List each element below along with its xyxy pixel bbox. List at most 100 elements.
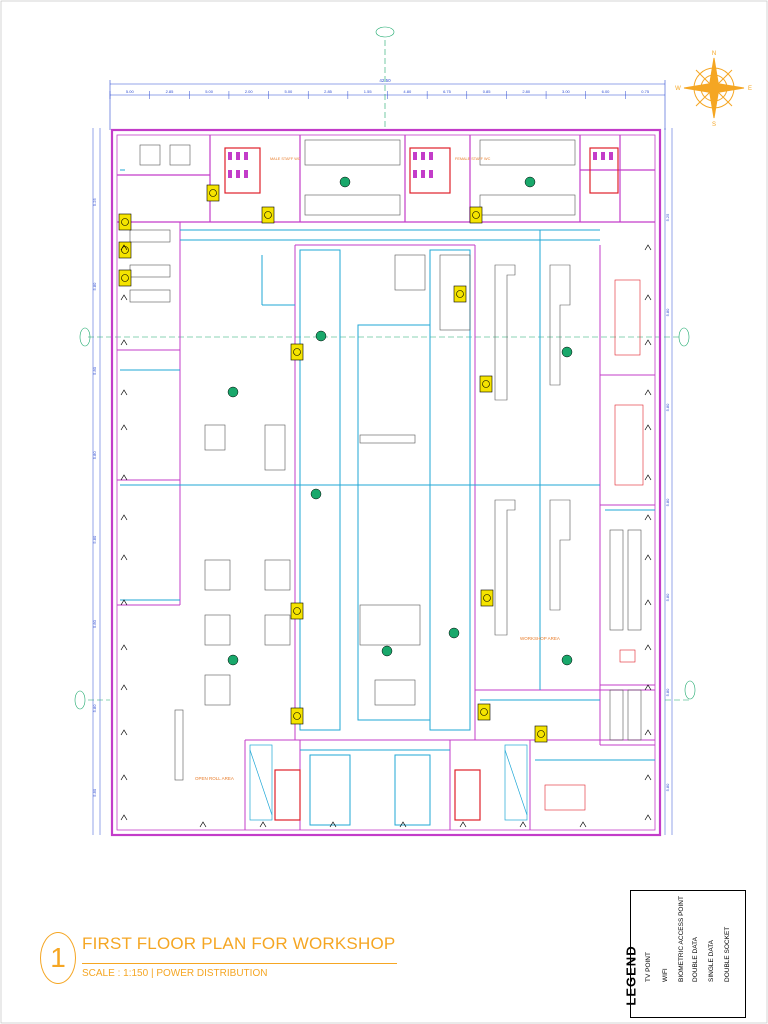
left-dim-label: 5.80: [92, 704, 97, 713]
top-dim-label: 2.85: [324, 89, 333, 94]
biometric-icon-inner: [264, 211, 272, 219]
side-dimension-lines: [92, 128, 673, 835]
top-dim-label: 2.00: [245, 89, 254, 94]
biometric-icon: [453, 285, 467, 303]
biometric-icon: [206, 184, 220, 202]
wifi-icon: [561, 346, 573, 358]
legend-item-label: BIOMETRIC ACCESS POINT: [678, 896, 685, 982]
room-label-male-staff: MALE STAFF WC: [270, 157, 301, 161]
socket-mark: [519, 821, 527, 828]
svg-text:W: W: [675, 86, 681, 92]
top-strip: [117, 135, 655, 223]
top-dim-label: 6.75: [443, 89, 452, 94]
wifi-icon: [381, 645, 393, 657]
wifi-symbols: [227, 176, 573, 666]
toilet-blocks: [224, 147, 619, 821]
wifi-icon: [227, 654, 239, 666]
socket-mark: [120, 514, 128, 521]
left-dim-label: 5.80: [92, 788, 97, 797]
legend-item-label: DOUBLE SOCKET: [724, 926, 731, 982]
socket-mark: [120, 339, 128, 346]
legend-item-label: WIFI: [662, 968, 669, 982]
stairs: [249, 744, 528, 821]
biometric-icon: [479, 375, 493, 393]
legend-box: [630, 890, 746, 1018]
grid-bubble-top: [375, 26, 395, 38]
socket-mark: [120, 294, 128, 301]
top-dimension-lines: [109, 80, 666, 130]
socket-mark: [644, 474, 652, 481]
socket-mark: [120, 774, 128, 781]
socket-mark: [399, 821, 407, 828]
furniture: [129, 139, 644, 811]
biometric-icon: [290, 707, 304, 725]
socket-mark: [120, 644, 128, 651]
drawing-number: 1: [40, 932, 76, 984]
biometric-icon: [290, 602, 304, 620]
biometric-icon-inner: [472, 211, 480, 219]
grid-bubble-right-1: [678, 327, 690, 347]
biometric-icon-inner: [456, 290, 464, 298]
socket-mark: [459, 821, 467, 828]
top-dim-label: 1.55: [364, 89, 373, 94]
top-dim-label: 3.00: [562, 89, 571, 94]
toilet-fixtures: [228, 152, 613, 178]
north-arrow-icon: N W E S: [675, 51, 752, 128]
socket-mark: [120, 684, 128, 691]
socket-mark: [120, 244, 128, 251]
biometric-icon-inner: [293, 607, 301, 615]
wifi-icon: [524, 176, 536, 188]
top-dim-label: 4.80: [403, 89, 412, 94]
socket-mark: [120, 814, 128, 821]
biometric-icon: [480, 589, 494, 607]
drawing-title: FIRST FLOOR PLAN FOR WORKSHOP: [82, 934, 396, 953]
socket-mark: [644, 814, 652, 821]
svg-text:N: N: [712, 51, 716, 57]
biometric-icon: [118, 269, 132, 287]
biometric-icon-inner: [121, 218, 129, 226]
top-dimension-ticks: [109, 91, 626, 99]
biometric-icon: [261, 206, 275, 224]
svg-text:S: S: [712, 122, 716, 128]
biometric-icon: [118, 241, 132, 259]
biometric-icon-inner: [480, 708, 488, 716]
right-dim-label: 5.80: [665, 308, 670, 317]
right-dim-label: 5.80: [665, 688, 670, 697]
socket-mark: [644, 294, 652, 301]
top-dim-label: 6.00: [602, 89, 611, 94]
wifi-icon: [561, 654, 573, 666]
biometric-icon: [290, 343, 304, 361]
left-dim-label: 5.80: [92, 619, 97, 628]
room-label-workshop: WORKSHOP AREA: [520, 636, 560, 641]
socket-mark: [644, 644, 652, 651]
drawing-purpose: POWER DISTRIBUTION: [156, 968, 268, 979]
socket-mark: [259, 821, 267, 828]
right-dim-label: 5.80: [665, 403, 670, 412]
biometric-icon-inner: [537, 730, 545, 738]
socket-mark: [644, 514, 652, 521]
right-dim-label: 5.80: [665, 593, 670, 602]
right-dim-label: 5.25: [665, 213, 670, 222]
socket-mark: [644, 684, 652, 691]
socket-mark: [644, 424, 652, 431]
outer-walls: [110, 128, 662, 837]
wifi-icon: [339, 176, 351, 188]
socket-mark: [120, 554, 128, 561]
socket-mark: [329, 821, 337, 828]
biometric-icon-inner: [293, 348, 301, 356]
subtitle-separator: |: [150, 968, 157, 979]
top-dim-label: 5.00: [126, 89, 135, 94]
wifi-icon: [448, 627, 460, 639]
svg-text:E: E: [748, 86, 752, 92]
left-dim-label: 5.80: [92, 366, 97, 375]
socket-mark: [644, 774, 652, 781]
left-dim-label: 5.80: [92, 451, 97, 460]
legend-item-label: TV POINT: [645, 952, 652, 982]
biometric-icon: [118, 213, 132, 231]
room-label-open-roll: OPEN ROLL AREA: [195, 776, 234, 781]
interior-partitions: [117, 222, 655, 830]
